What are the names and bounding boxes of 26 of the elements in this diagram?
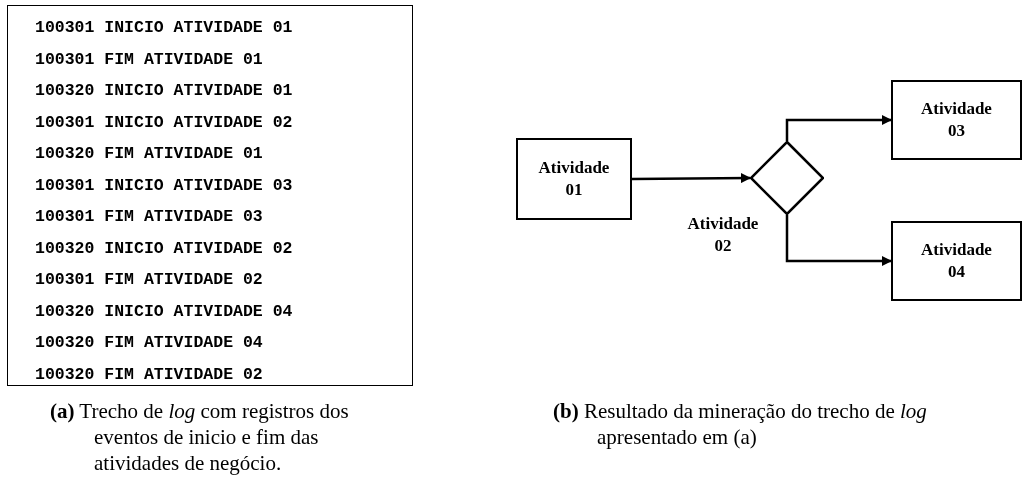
- activity-box: [891, 80, 1022, 160]
- log-line: 100320 INICIO ATIVIDADE 02: [35, 237, 294, 260]
- log-line: 100301 INICIO ATIVIDADE 02: [35, 111, 294, 134]
- activity-label: Atividade 03: [920, 98, 993, 142]
- log-line: 100320 FIM ATIVIDADE 04: [35, 332, 264, 354]
- activity-label: Atividade 01: [537, 157, 611, 201]
- log-line: 100320 INICIO ATIVIDADE 01: [35, 80, 294, 102]
- log-line: 100301 FIM ATIVIDADE 02: [35, 269, 264, 291]
- activity-box: [516, 138, 632, 220]
- node-caption: Atividade 02: [686, 213, 760, 257]
- log-line: 100301 FIM ATIVIDADE 03: [35, 206, 264, 228]
- log-line: 100320 FIM ATIVIDADE 02: [35, 363, 264, 386]
- log-line: 100320 INICIO ATIVIDADE 04: [35, 300, 294, 323]
- arrow: [785, 215, 892, 266]
- log-line: 100301 INICIO ATIVIDADE 03: [35, 174, 294, 197]
- arrow: [785, 115, 892, 141]
- arrow: [632, 173, 751, 184]
- log-line: 100320 FIM ATIVIDADE 01: [35, 143, 264, 165]
- log-line: 100301 INICIO ATIVIDADE 01: [35, 17, 294, 39]
- log-box: [7, 5, 413, 386]
- figure-caption: (a) Trecho de log com registros dos eventos de inicio e fim das atividades de negócio.: [50, 398, 350, 476]
- decision-diamond: [750, 141, 824, 215]
- log-line: 100301 FIM ATIVIDADE 01: [35, 48, 264, 71]
- activity-label: Atividade 04: [920, 239, 993, 283]
- activity-box: [891, 221, 1022, 301]
- figure-caption: (b) Resultado da mineração do trecho de log apresentado em (a): [553, 398, 928, 450]
